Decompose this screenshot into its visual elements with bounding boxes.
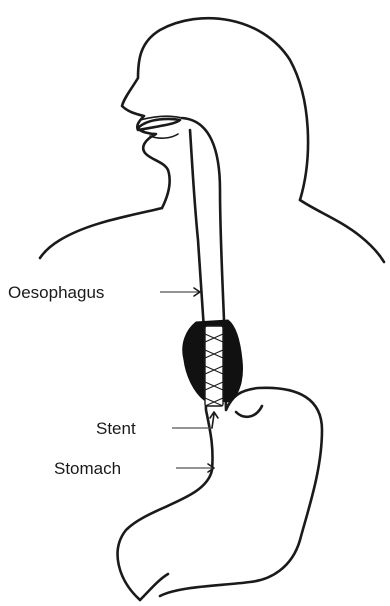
- stent-arrow: [210, 412, 218, 428]
- head-outline: [122, 18, 308, 208]
- oesophagus-label: Oesophagus: [8, 283, 104, 302]
- stomach-label: Stomach: [54, 459, 121, 478]
- duodenum-loop: [140, 574, 168, 600]
- stent: [205, 326, 223, 406]
- right-shoulder: [300, 200, 384, 262]
- stent-label: Stent: [96, 419, 136, 438]
- stomach-inner-curve: [236, 406, 262, 417]
- left-shoulder: [40, 208, 162, 258]
